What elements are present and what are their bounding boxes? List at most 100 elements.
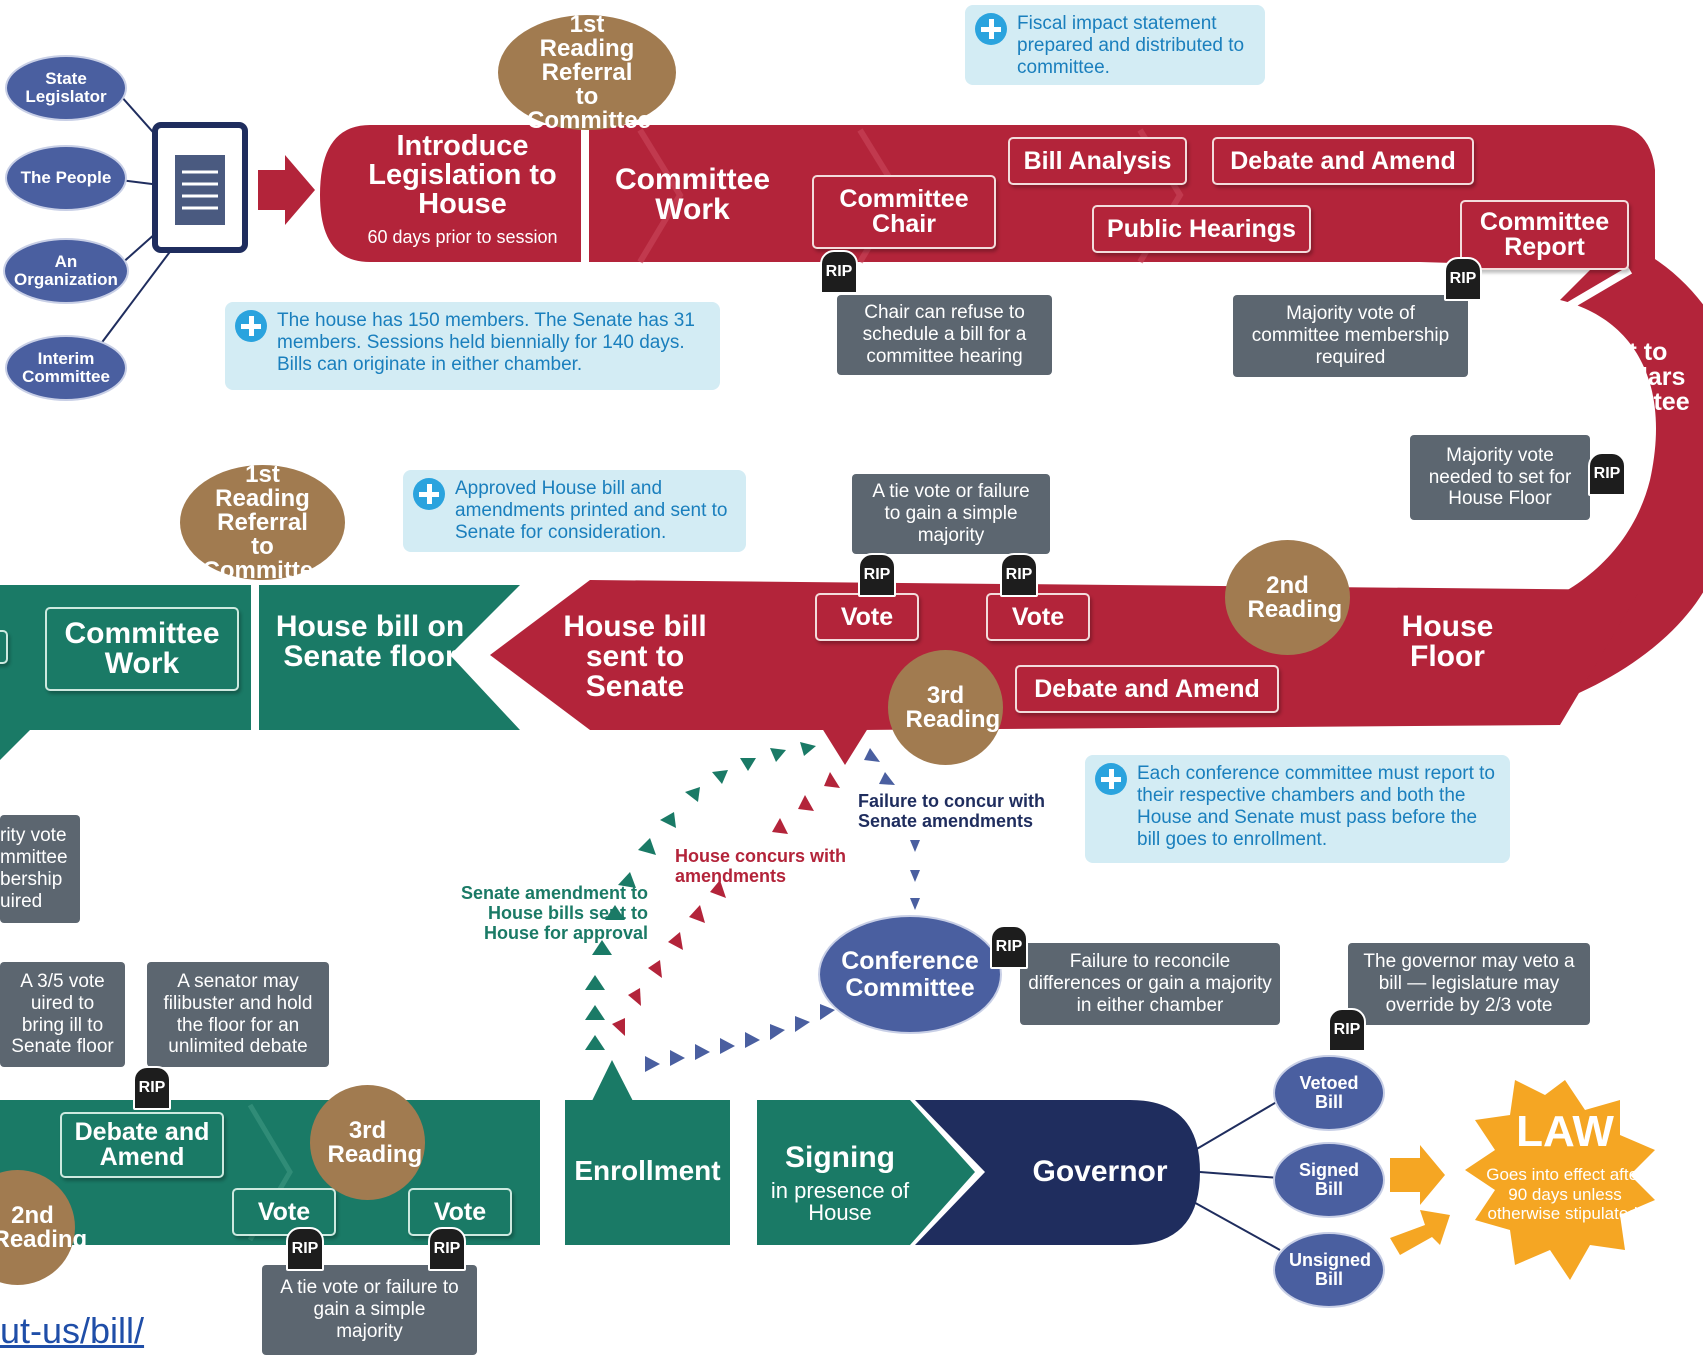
note-text: Failure to reconcile differences or gain… (1028, 951, 1272, 1016)
senate-committee-work-label: Committee Work (64, 617, 220, 680)
senate-second-reading-label: 2nd Reading (0, 1201, 88, 1253)
house-bill-sent-to-senate: House bill sent to Senate (563, 610, 707, 703)
committee-debate-amend-box: Debate and Amend (1212, 137, 1474, 185)
governor-label: Governor (1032, 1155, 1168, 1188)
senate-edge-box (0, 630, 8, 664)
house-first-reading-label: 1st Reading Referral to Committee (527, 10, 652, 134)
enrollment-label: Enrollment (574, 1155, 721, 1186)
vote-label: Vote (840, 602, 894, 631)
house-vote-1: Vote (815, 593, 919, 641)
source-the-people: The People (5, 145, 127, 211)
committee-report-box: Committee Report (1460, 200, 1629, 270)
law-title: LAW (1516, 1107, 1614, 1156)
note-tie-vote-house: A tie vote or failure to gain a simple m… (852, 474, 1050, 554)
unsigned-label: Unsigned Bill (1289, 1250, 1372, 1289)
note-majority-committee: Majority vote of committee membership re… (1233, 295, 1468, 377)
debate-amend-label: Debate and Amend (1034, 674, 1260, 703)
note-text: Chair can refuse to schedule a bill for … (862, 302, 1027, 367)
scroll-document-icon (152, 122, 248, 253)
signing-label: Signing (785, 1141, 895, 1174)
info-conference: Each conference committee must report to… (1085, 755, 1510, 863)
committee-chair-box: Committee Chair (812, 175, 996, 249)
house-floor-band (490, 580, 1640, 730)
conference-arrows (645, 748, 920, 1072)
source-label: State Legislator (25, 69, 107, 106)
house-floor-title: House Floor (1401, 610, 1494, 673)
house-floor-debate-amend: Debate and Amend (1015, 665, 1279, 713)
plus-icon (413, 478, 445, 510)
label-house-concurs: House concurs with amendments (675, 846, 847, 886)
source-label: Interim Committee (22, 349, 110, 386)
note-text: A 3/5 vote uired to bring ill to Senate … (11, 970, 114, 1058)
house-bill-on-senate-floor: House bill on Senate floor (275, 610, 465, 673)
governor-connectors (1189, 1099, 1281, 1251)
source-interim-committee: Interim Committee (5, 335, 127, 401)
bill-analysis-label: Bill Analysis (1023, 146, 1172, 175)
enrollment-block (565, 1100, 730, 1245)
info-fiscal-text: Fiscal impact statement prepared and dis… (1017, 13, 1245, 78)
note-text: Majority vote of committee membership re… (1251, 303, 1450, 368)
info-approved: Approved House bill and amendments print… (403, 470, 746, 552)
intro-arrow (258, 155, 315, 225)
senate-committee-work: Committee Work (45, 607, 239, 691)
conference-committee: Conference Committee (818, 915, 1002, 1034)
note-text: Majority vote needed to set for House Fl… (1428, 444, 1572, 510)
source-label: The People (20, 168, 112, 188)
signed-bill: Signed Bill (1273, 1142, 1385, 1218)
note-text: The governor may veto a bill — legislatu… (1363, 951, 1575, 1016)
public-hearings-box: Public Hearings (1092, 205, 1311, 253)
plus-icon (1095, 763, 1127, 795)
senate-amendment-arrows (585, 742, 816, 1050)
note-text: A senator may filibuster and hold the fl… (163, 970, 313, 1058)
introduce-legislation-title: Introduce Legislation to House (368, 130, 557, 220)
rip-tombstone-icon: RIP (428, 1227, 466, 1271)
source-an-organization: An Organization (3, 238, 129, 304)
house-vote-2: Vote (986, 593, 1090, 641)
house-third-reading: 3rd Reading (888, 650, 1003, 765)
signed-label: Signed Bill (1299, 1160, 1360, 1199)
source-link[interactable]: ut-us/bill/ (0, 1310, 145, 1351)
info-conference-text: Each conference committee must report to… (1137, 763, 1495, 850)
info-fiscal: Fiscal impact statement prepared and dis… (965, 5, 1265, 85)
rip-tombstone-icon: RIP (1000, 553, 1038, 597)
second-reading-label: 2nd Reading (1247, 571, 1343, 623)
plus-icon (975, 13, 1007, 45)
note-text: A tie vote or failure to gain a simple m… (872, 481, 1030, 546)
bill-analysis-box: Bill Analysis (1008, 137, 1187, 185)
senate-third-reading-label: 3rd Reading (327, 1116, 423, 1168)
vote-label: Vote (257, 1197, 311, 1226)
vote-label: Vote (1011, 602, 1065, 631)
note-three-fifths: A 3/5 vote uired to bring ill to Senate … (0, 962, 125, 1067)
committee-report-label: Committee Report (1479, 208, 1610, 261)
law-sub: Goes into effect after 90 days unless ot… (1486, 1165, 1644, 1224)
house-first-reading: 1st Reading Referral to Committee (498, 10, 676, 134)
note-failure-reconcile: Failure to reconcile differences or gain… (1020, 943, 1280, 1025)
label-senate-amendment: Senate amendment to House bills sent to … (460, 883, 648, 943)
law-burst (1465, 1080, 1655, 1280)
rip-tombstone-icon: RIP (1328, 1008, 1366, 1052)
note-veto: The governor may veto a bill — legislatu… (1348, 943, 1590, 1025)
senate-debate-amend-label: Debate and Amend (74, 1118, 210, 1171)
committee-chair-label: Committee Chair (839, 185, 969, 238)
house-committee-work: Committee Work (614, 163, 771, 226)
third-reading-label: 3rd Reading (905, 681, 1001, 733)
vetoed-bill: Vetoed Bill (1273, 1055, 1385, 1131)
rip-tombstone-icon: RIP (1588, 452, 1626, 496)
rip-tombstone-icon: RIP (1444, 257, 1482, 301)
info-members-text: The house has 150 members. The Senate ha… (277, 310, 695, 375)
senate-first-reading-label: 1st Reading Referral to Committee (202, 460, 327, 584)
signing-block (757, 1100, 975, 1245)
governor-block (915, 1100, 1200, 1245)
info-members: The house has 150 members. The Senate ha… (225, 302, 720, 390)
unsigned-bill: Unsigned Bill (1273, 1232, 1385, 1308)
senate-vote-1: Vote (232, 1188, 336, 1236)
senate-third-reading: 3rd Reading (310, 1085, 425, 1200)
public-hearings-label: Public Hearings (1107, 214, 1296, 243)
rip-tombstone-icon: RIP (858, 553, 896, 597)
note-chair-refuse: Chair can refuse to schedule a bill for … (837, 295, 1052, 375)
introduce-legislation-sub: 60 days prior to session (367, 227, 558, 247)
debate-amend-label: Debate and Amend (1230, 146, 1456, 175)
sent-to-calendars: Sent to Calendars Committee (1560, 338, 1690, 416)
plus-icon (235, 310, 267, 342)
senate-debate-amend: Debate and Amend (60, 1112, 224, 1178)
